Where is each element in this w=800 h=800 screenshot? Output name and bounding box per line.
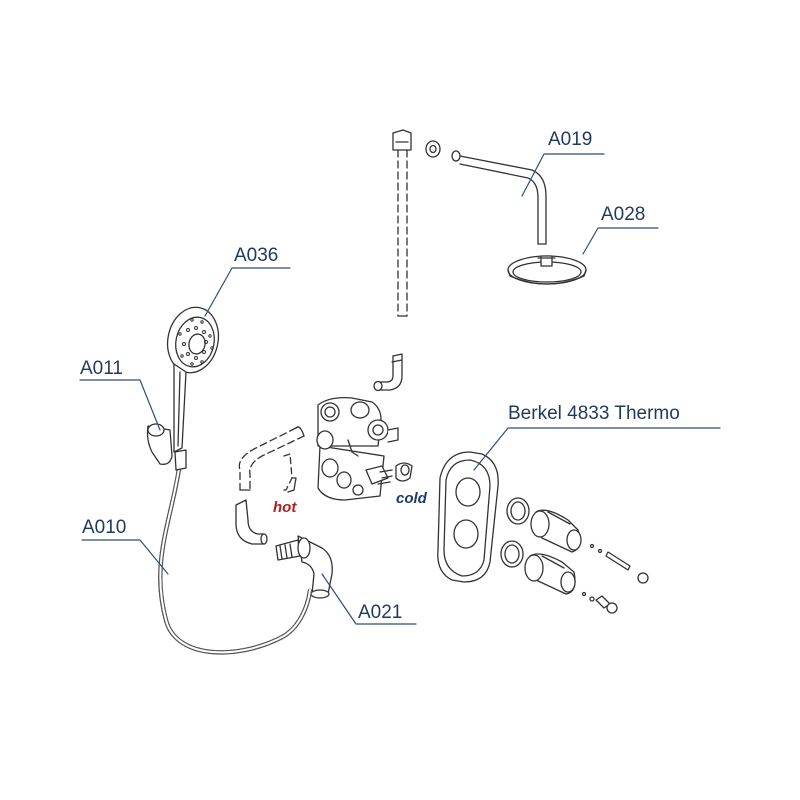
handles [524, 509, 582, 595]
label-a028: A028 [601, 204, 645, 225]
valve-body [316, 397, 413, 501]
screws [581, 543, 649, 614]
label-a019: A019 [548, 129, 592, 150]
arm-flange [425, 140, 461, 162]
riser-pipe [392, 129, 412, 317]
label-cold: cold [396, 490, 428, 507]
label-a011: A011 [80, 358, 123, 379]
hot-inlet-pipes [235, 426, 305, 545]
label-a010: A010 [82, 517, 126, 538]
label-a021: A021 [358, 602, 402, 623]
leader-lines [79, 153, 721, 625]
shower-arm [459, 155, 547, 245]
trim-plate [437, 451, 499, 583]
hand-shower [166, 306, 220, 453]
elbow-fitting [373, 353, 403, 392]
label-a036: A036 [234, 245, 278, 266]
o-rings [500, 497, 530, 568]
label-product: Berkel 4833 Thermo [508, 403, 680, 424]
hand-shower-holder [146, 423, 173, 465]
shower-hose [158, 449, 313, 655]
label-hot: hot [273, 499, 297, 516]
wall-outlet-elbow [275, 535, 333, 599]
rain-shower-head [507, 255, 587, 285]
